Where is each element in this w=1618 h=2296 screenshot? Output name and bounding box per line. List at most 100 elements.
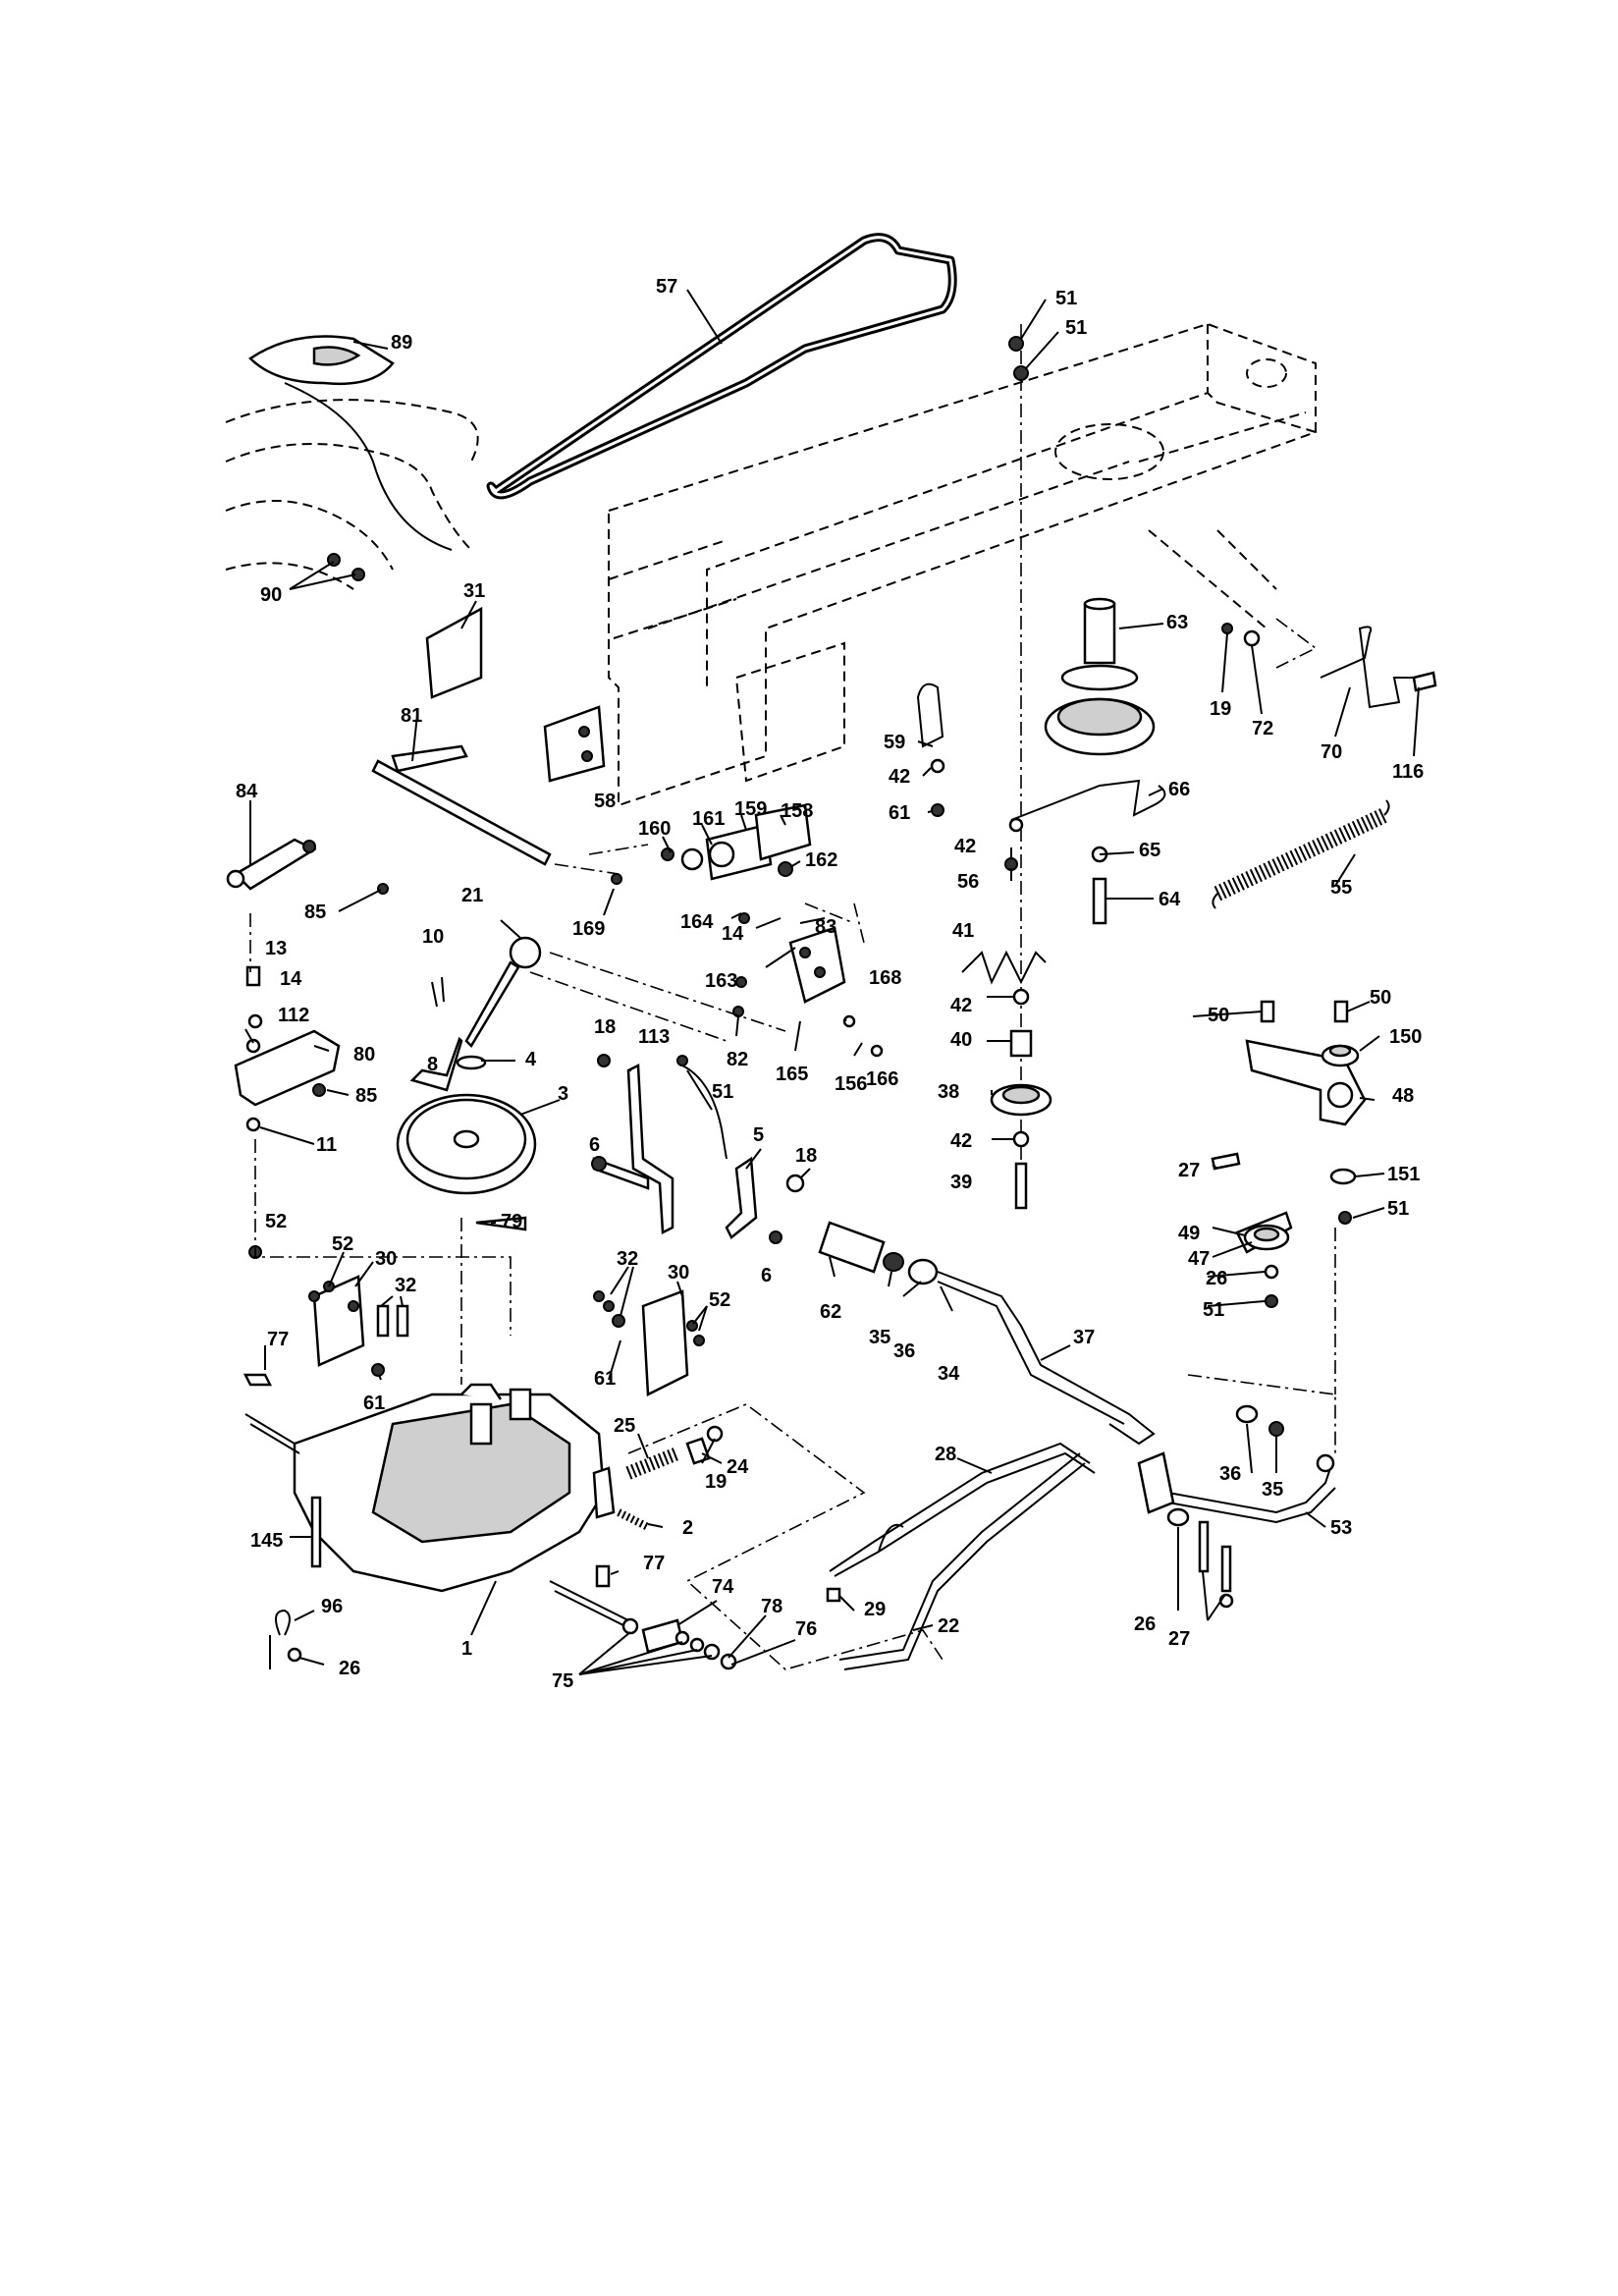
callout-159: 159 <box>734 798 767 820</box>
brake-rod-assembly <box>818 1221 1156 1446</box>
idler-pulley-stack <box>990 324 1156 1210</box>
callout-31: 31 <box>463 580 485 602</box>
callout-52: 52 <box>332 1233 353 1255</box>
assembly-lines <box>249 618 1336 1670</box>
callout-163: 163 <box>705 970 737 992</box>
callout-35: 35 <box>869 1327 890 1348</box>
callout-58: 58 <box>594 791 616 812</box>
callout-24: 24 <box>727 1456 749 1478</box>
callout-151: 151 <box>1387 1164 1420 1185</box>
idler-bracket-assembly <box>611 803 884 1058</box>
callout-112: 112 <box>278 1005 309 1026</box>
callout-81: 81 <box>401 705 422 727</box>
callout-96: 96 <box>321 1596 343 1617</box>
callout-36: 36 <box>893 1340 915 1362</box>
body-outline <box>225 382 479 590</box>
callout-27: 27 <box>1178 1160 1200 1181</box>
leader-lines <box>244 289 1420 1675</box>
callout-6: 6 <box>589 1134 600 1156</box>
callout-165: 165 <box>776 1064 808 1085</box>
callout-30: 30 <box>375 1248 397 1270</box>
callout-39: 39 <box>950 1172 972 1193</box>
callout-49: 49 <box>1178 1223 1200 1244</box>
pedal-arm <box>226 838 389 895</box>
callout-150: 150 <box>1389 1026 1422 1048</box>
callout-160: 160 <box>638 818 671 840</box>
callout-2: 2 <box>682 1517 693 1539</box>
callout-22: 22 <box>938 1615 959 1637</box>
callout-116: 116 <box>1392 761 1424 783</box>
chassis-frame <box>608 322 1317 807</box>
callout-168: 168 <box>869 967 901 989</box>
callout-32: 32 <box>617 1248 638 1270</box>
shift-lever <box>409 936 542 1092</box>
callout-28: 28 <box>935 1444 956 1465</box>
callout-21: 21 <box>461 885 483 906</box>
callout-32: 32 <box>395 1275 416 1296</box>
callout-62: 62 <box>820 1301 841 1323</box>
callout-51: 51 <box>1203 1299 1224 1321</box>
callout-156: 156 <box>835 1073 867 1095</box>
callout-4: 4 <box>525 1049 537 1070</box>
bracket-58 <box>543 705 606 783</box>
callout-27: 27 <box>1168 1628 1190 1650</box>
callout-51: 51 <box>712 1081 733 1103</box>
callout-65: 65 <box>1139 840 1160 861</box>
callout-85: 85 <box>304 902 326 923</box>
callout-48: 48 <box>1392 1085 1414 1107</box>
idler-spring-clip <box>961 950 1047 985</box>
callout-18: 18 <box>594 1016 616 1038</box>
callout-77: 77 <box>267 1329 289 1350</box>
callout-26: 26 <box>339 1658 360 1679</box>
callout-36: 36 <box>1219 1463 1241 1485</box>
callout-6: 6 <box>761 1265 772 1286</box>
callout-42: 42 <box>954 836 976 857</box>
callout-51: 51 <box>1055 288 1077 309</box>
callout-19: 19 <box>1210 698 1231 720</box>
extension-spring <box>1212 799 1390 909</box>
callout-41: 41 <box>952 920 974 942</box>
callout-90: 90 <box>260 584 282 606</box>
axle-hardware <box>621 1617 737 1670</box>
callout-164: 164 <box>680 911 714 933</box>
callout-52: 52 <box>265 1211 287 1232</box>
callout-38: 38 <box>938 1081 959 1103</box>
callout-29: 29 <box>864 1599 886 1620</box>
bracket-113 <box>591 1054 674 1234</box>
callout-37: 37 <box>1073 1327 1095 1348</box>
callout-42: 42 <box>889 766 910 788</box>
callout-77: 77 <box>643 1553 665 1574</box>
callout-84: 84 <box>236 781 258 802</box>
callout-75: 75 <box>552 1670 573 1692</box>
callout-61: 61 <box>594 1368 616 1390</box>
bracket-31 <box>425 606 483 699</box>
callout-53: 53 <box>1330 1517 1352 1539</box>
callout-30: 30 <box>668 1262 689 1284</box>
callout-26: 26 <box>1134 1613 1156 1635</box>
right-rod-assembly <box>1221 623 1437 709</box>
callout-42: 42 <box>950 1130 972 1152</box>
callout-158: 158 <box>781 800 813 822</box>
transaxle-spring <box>595 1425 724 1588</box>
callout-52: 52 <box>709 1289 730 1311</box>
callout-51: 51 <box>1387 1198 1409 1220</box>
callout-59: 59 <box>884 732 905 753</box>
drive-belt <box>486 233 957 500</box>
callout-83: 83 <box>815 916 836 938</box>
callout-5: 5 <box>753 1124 764 1146</box>
callout-50: 50 <box>1208 1005 1229 1026</box>
callout-19: 19 <box>705 1471 727 1493</box>
callout-10: 10 <box>422 926 444 948</box>
callout-14: 14 <box>280 968 302 990</box>
callout-40: 40 <box>950 1029 972 1051</box>
callout-50: 50 <box>1370 987 1391 1009</box>
callout-76: 76 <box>795 1618 817 1640</box>
callout-14: 14 <box>722 923 744 945</box>
bracket-80 <box>234 965 341 1132</box>
callout-64: 64 <box>1159 889 1181 910</box>
callout-labels: 57 51 51 89 90 31 63 19 72 70 116 59 42 … <box>236 276 1424 1692</box>
callout-89: 89 <box>391 332 412 354</box>
callout-51: 51 <box>1065 317 1087 339</box>
callout-162: 162 <box>805 849 837 871</box>
callout-82: 82 <box>727 1049 748 1070</box>
